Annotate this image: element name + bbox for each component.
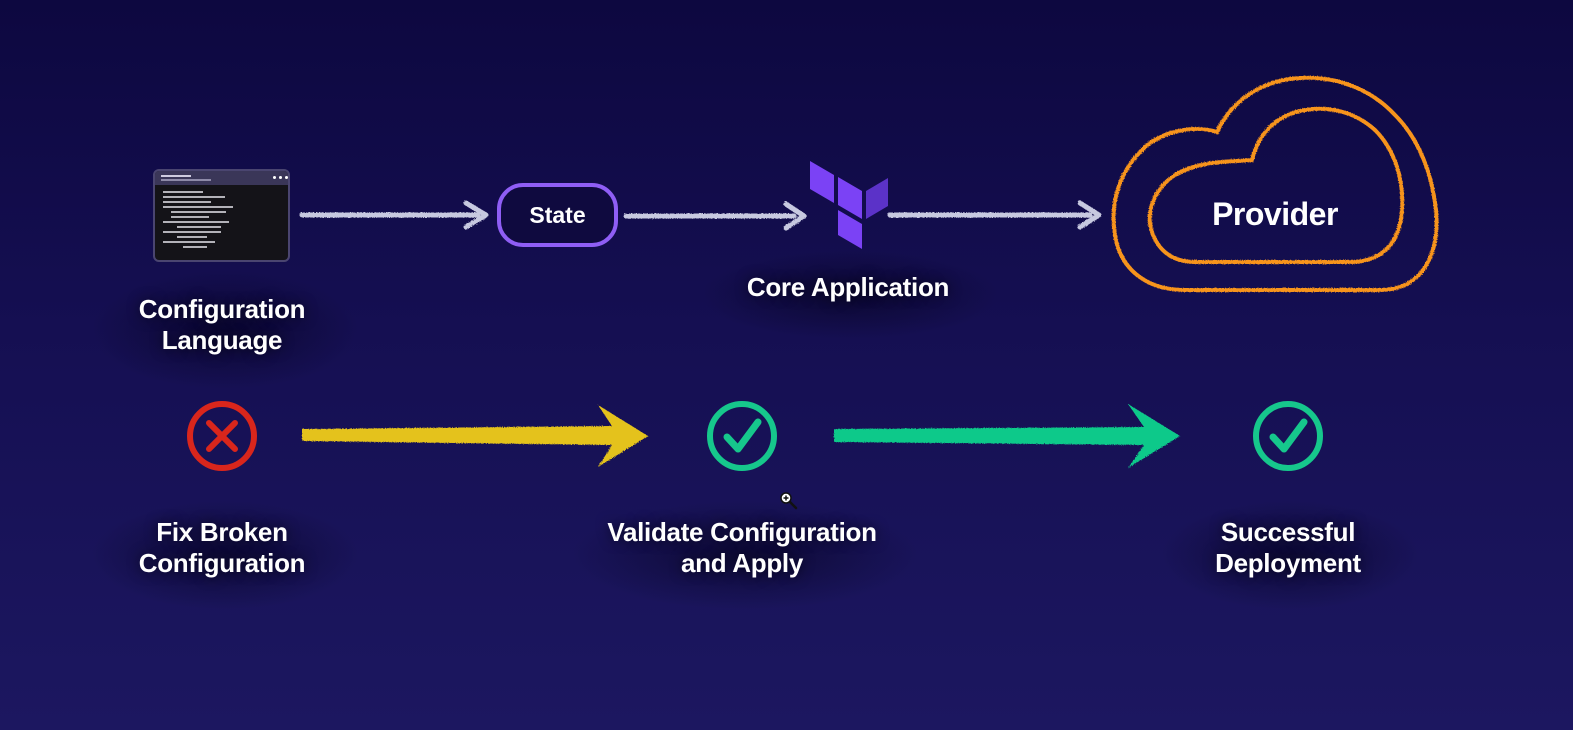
x-circle-icon	[187, 401, 257, 471]
label-line: Deployment	[1215, 548, 1361, 578]
glow	[570, 500, 920, 610]
zoom-in-cursor-icon	[780, 492, 798, 510]
state-label: State	[529, 201, 586, 228]
terminal-window-icon	[153, 169, 290, 262]
label-line: Core Application	[746, 272, 950, 302]
arrow-core-to-provider	[887, 200, 1102, 230]
cloud-icon	[1111, 75, 1439, 292]
terminal-title-bar	[155, 171, 288, 185]
label-line: Fix Broken	[156, 517, 288, 547]
configuration-language-label: Configuration Language	[139, 294, 306, 356]
label-line: Configuration	[138, 548, 306, 578]
arrow-fix-to-validate	[302, 405, 648, 467]
terraform-logo-icon	[810, 161, 888, 249]
successful-deployment-label: Successful Deployment	[1215, 517, 1361, 579]
label-line: Successful	[1220, 517, 1356, 547]
state-node: State	[497, 183, 618, 247]
arrow-config-to-state	[299, 200, 489, 230]
label-line: Language	[161, 325, 283, 355]
provider-label: Provider	[1212, 196, 1338, 232]
check-circle-icon	[1253, 401, 1323, 471]
arrow-state-to-core	[623, 201, 807, 231]
glow	[1160, 500, 1420, 610]
glow	[90, 500, 360, 610]
fix-broken-configuration-label: Fix Broken Configuration	[139, 517, 306, 579]
validate-configuration-label: Validate Configuration and Apply	[607, 517, 877, 579]
label-line: Configuration	[138, 294, 306, 324]
arrow-validate-to-success	[834, 404, 1180, 468]
core-application-label: Core Application	[746, 272, 950, 303]
glow	[90, 270, 360, 390]
label-line: Validate Configuration	[607, 517, 877, 547]
glow	[700, 250, 1000, 340]
check-circle-icon	[707, 401, 777, 471]
label-line: and Apply	[680, 548, 803, 578]
terminal-code-lines	[163, 191, 233, 251]
